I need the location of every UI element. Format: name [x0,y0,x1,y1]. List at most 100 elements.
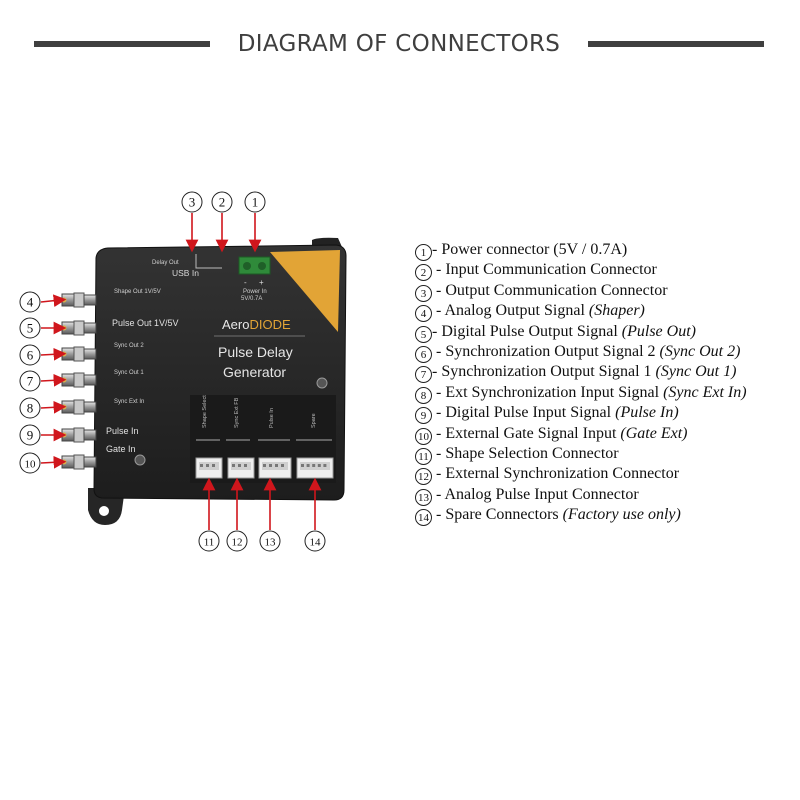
callout-number: 13 [265,537,277,549]
callout-number: 5 [27,321,34,336]
legend-number: 2 [415,264,432,282]
side-label-pulse-in: Pulse In [106,426,139,436]
sma-connector[interactable] [61,454,97,470]
header: DIAGRAM OF CONNECTORS [0,26,800,62]
sma-connector[interactable] [61,346,97,362]
legend-text: - Synchronization Output Signal 1 (Sync … [432,363,737,381]
legend-text: - Input Communication Connector [432,261,657,279]
legend-text: - Analog Pulse Input Connector [432,485,639,503]
sma-connector[interactable] [61,292,97,308]
sma-connector[interactable] [61,320,97,336]
legend-text: - Synchronization Output Signal 2 (Sync … [432,342,741,360]
legend-item: 9 - Digital Pulse Input Signal (Pulse In… [415,403,795,425]
side-label-shape-out: Shape Out 1V/5V [114,289,161,295]
callout-circle [211,191,233,213]
callout-number: 14 [310,537,322,549]
power-plus-label: + [259,278,264,287]
connector-legend: 1- Power connector (5V / 0.7A)2 - Input … [415,240,795,527]
pin-header-connector[interactable] [227,457,255,479]
legend-number: 7 [415,366,432,384]
callout-circle [19,317,41,339]
legend-item: 5- Digital Pulse Output Signal (Pulse Ou… [415,322,795,343]
power-in-label: Power In [243,289,267,295]
legend-text: - Power connector (5V / 0.7A) [432,241,628,258]
sma-connector[interactable] [61,372,97,388]
callout-arrow [40,400,67,414]
page-title: DIAGRAM OF CONNECTORS [237,31,561,57]
legend-text: - Digital Pulse Output Signal (Pulse Out… [432,322,696,340]
legend-number: 14 [415,509,432,527]
callout-arrow [40,294,67,308]
delay-out-label: Delay Out [152,260,179,266]
bottom-label-sync-ext-fb: Sync Ext FB [234,397,240,428]
callout-circle [19,370,41,392]
side-label-sync-ext-in: Sync Ext In [114,399,144,405]
device-title-line1: Pulse Delay [218,344,293,360]
legend-item: 14 - Spare Connectors (Factory use only) [415,505,795,527]
callout-arrow [40,373,67,387]
callout-number: 11 [204,537,215,549]
legend-number: 12 [415,468,432,486]
sma-connector[interactable] [61,399,97,415]
legend-item: 4 - Analog Output Signal (Shaper) [415,301,795,323]
header-bar-right [588,41,764,47]
callout-number: 4 [27,295,34,310]
legend-text: - Digital Pulse Input Signal (Pulse In) [432,404,679,422]
legend-number: 1 [415,244,432,261]
legend-number: 11 [415,447,432,465]
callout-circle [19,344,41,366]
terminal-screw-2 [258,262,266,270]
bottom-label-pulse-in: Pulse In [269,408,275,428]
legend-text: - Analog Output Signal (Shaper) [432,302,645,320]
header-bar-left [34,41,210,47]
side-label-sync-out-2: Sync Out 2 [114,343,144,349]
callout-number: 3 [189,195,196,210]
legend-number: 4 [415,305,432,323]
legend-number: 3 [415,284,432,302]
callout-circle [181,191,203,213]
callout-circle [19,291,41,313]
callout-number: 8 [27,401,34,416]
bottom-label-shape-select: Shape Select [202,395,208,428]
sma-connectors [61,292,97,470]
legend-italic: (Sync Ext In) [663,383,747,401]
sma-connector[interactable] [61,427,97,443]
legend-number: 5 [415,325,432,343]
callout-circle [198,530,220,552]
pin-header-connector[interactable] [258,457,292,479]
usb-bracket [195,254,222,269]
callout-circle [244,191,266,213]
callout-number: 1 [252,195,259,210]
callout-circle [19,452,41,474]
legend-number: 6 [415,345,432,363]
callout-number: 7 [27,374,34,389]
legend-text: - Ext Synchronization Input Signal (Sync… [432,383,747,401]
screw-bottom-left [134,454,146,466]
callout-circle [259,530,281,552]
pin-header-connector[interactable] [195,457,223,479]
callout-number: 6 [27,348,34,363]
callout-arrow [40,347,67,361]
legend-item: 12 - External Synchronization Connector [415,464,795,486]
legend-item: 13 - Analog Pulse Input Connector [415,485,795,506]
callout-number: 2 [219,195,226,210]
legend-italic: (Shaper) [588,302,645,320]
power-rating-label: 5V/0.7A [241,296,262,302]
legend-italic: (Sync Out 1) [655,363,737,381]
bottom-label-spare: Spare [311,413,317,428]
legend-item: 1- Power connector (5V / 0.7A) [415,240,795,261]
legend-italic: (Gate Ext) [620,424,688,442]
screw-right [316,377,328,389]
callout-number: 12 [232,537,243,549]
callout-number: 9 [27,428,34,443]
legend-italic: (Factory use only) [562,506,681,524]
legend-italic: (Pulse In) [615,404,679,422]
callout-circle [304,530,326,552]
legend-item: 10 - External Gate Signal Input (Gate Ex… [415,424,795,445]
callout-arrow [40,455,67,469]
legend-item: 8 - Ext Synchronization Input Signal (Sy… [415,383,795,404]
accent-triangle [270,250,340,332]
side-label-pulse-out: Pulse Out 1V/5V [112,318,179,328]
pin-header-connector[interactable] [296,457,334,479]
